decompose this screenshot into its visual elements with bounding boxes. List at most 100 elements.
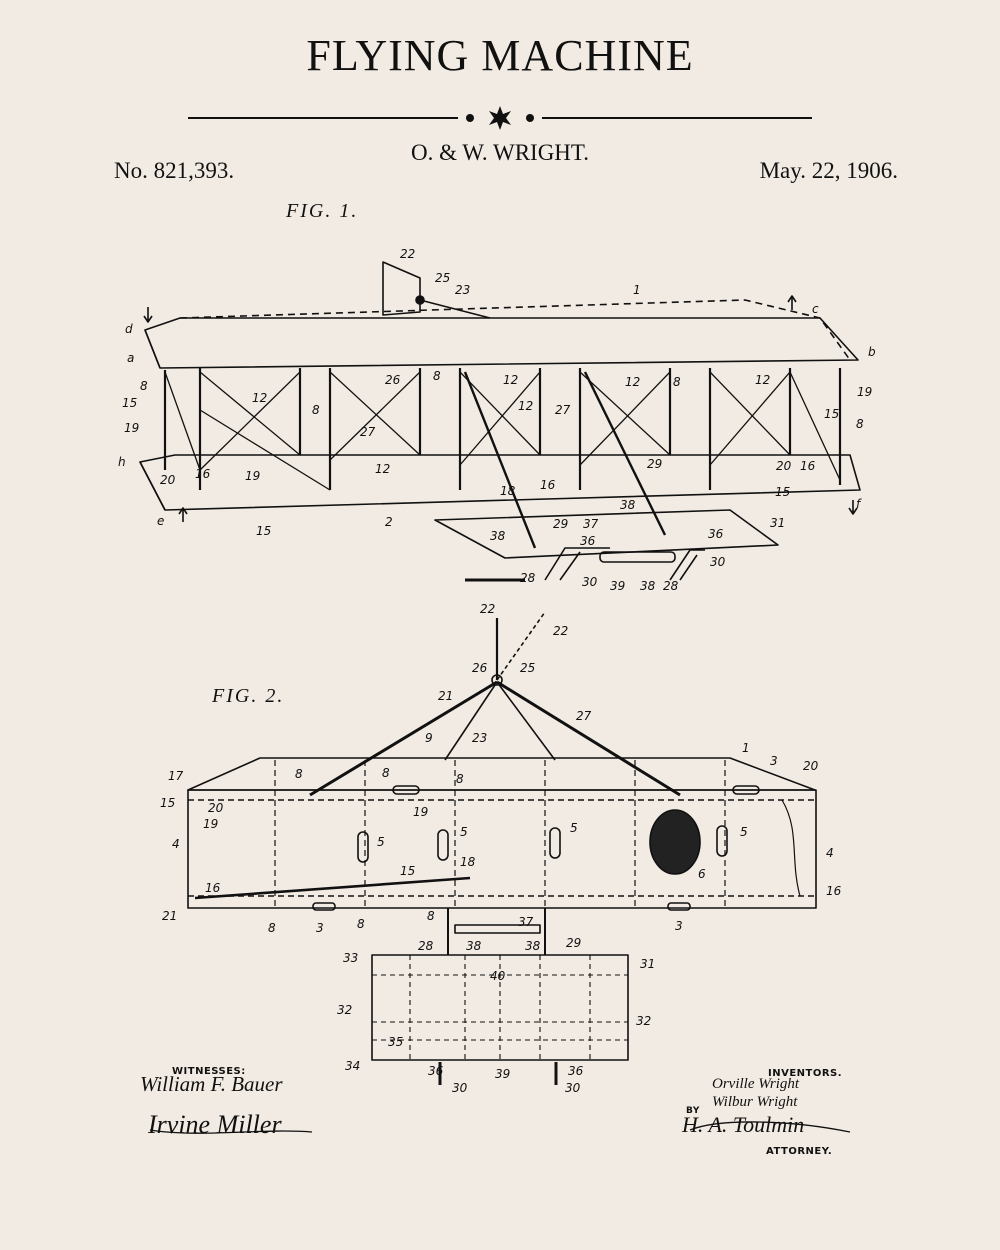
svg-text:21: 21 [438,689,453,703]
figure-1-label: FIG. 1. [286,200,359,222]
svg-text:30: 30 [582,575,598,589]
svg-text:16: 16 [205,881,221,895]
svg-text:3: 3 [770,754,778,768]
svg-text:15: 15 [824,407,839,421]
svg-text:35: 35 [388,1035,403,1049]
svg-text:8: 8 [268,921,276,935]
patent-title: FLYING MACHINE [306,31,694,80]
svg-text:12: 12 [625,375,640,389]
svg-text:38: 38 [640,579,656,593]
svg-text:30: 30 [710,555,726,569]
svg-text:39: 39 [610,579,625,593]
svg-text:15: 15 [256,524,271,538]
svg-text:36: 36 [580,534,596,548]
svg-text:19: 19 [413,805,428,819]
svg-text:38: 38 [525,939,541,953]
fig1-glider-perspective [139,261,861,582]
svg-text:30: 30 [452,1081,468,1095]
svg-text:26: 26 [385,373,401,387]
svg-text:8: 8 [433,369,441,383]
svg-text:22: 22 [553,624,568,638]
svg-text:8: 8 [357,917,365,931]
svg-text:36: 36 [428,1064,444,1078]
inventors-label: INVENTORS. [768,1068,843,1079]
svg-text:b: b [868,345,876,359]
svg-text:20: 20 [776,459,792,473]
svg-text:a: a [127,351,134,365]
svg-text:40: 40 [490,969,506,983]
svg-text:28: 28 [520,571,536,585]
witness-signature-2: Irvine Miller [148,1110,282,1139]
svg-text:32: 32 [636,1014,651,1028]
inventor-names: O. & W. WRIGHT. [410,140,590,165]
svg-text:12: 12 [755,373,770,387]
svg-text:21: 21 [162,909,177,923]
svg-text:12: 12 [518,399,533,413]
svg-text:8: 8 [673,375,681,389]
svg-text:30: 30 [565,1081,581,1095]
svg-text:1: 1 [633,283,641,297]
svg-text:37: 37 [518,915,534,929]
inventor-signature-2: Wilbur Wright [712,1094,798,1110]
svg-text:18: 18 [460,855,476,869]
signature-flourishes [149,1121,851,1134]
svg-text:5: 5 [740,825,748,839]
patent-date: May. 22, 1906. [759,158,898,183]
svg-text:15: 15 [122,396,137,410]
svg-text:3: 3 [316,921,324,935]
svg-text:19: 19 [245,469,260,483]
svg-text:12: 12 [375,462,390,476]
svg-text:19: 19 [203,817,218,831]
svg-text:6: 6 [698,867,706,881]
svg-text:e: e [157,514,164,528]
svg-text:22: 22 [400,247,415,261]
fig2-glider-front [187,611,817,1085]
svg-text:16: 16 [540,478,556,492]
svg-text:c: c [812,302,819,316]
inventor-signature-1: Orville Wright [712,1076,800,1092]
svg-text:27: 27 [555,403,571,417]
svg-text:4: 4 [172,837,180,851]
svg-text:15: 15 [775,485,790,499]
svg-text:15: 15 [160,796,175,810]
svg-text:8: 8 [456,772,464,786]
svg-text:16: 16 [195,467,211,481]
patent-number: No. 821,393. [114,158,235,183]
svg-text:18: 18 [500,484,516,498]
svg-text:8: 8 [140,379,148,393]
figure-2-label: FIG. 2. [212,685,285,707]
svg-text:19: 19 [124,421,139,435]
svg-text:9: 9 [425,731,433,745]
svg-text:19: 19 [857,385,872,399]
by-label: BY [686,1106,700,1116]
svg-text:5: 5 [460,825,468,839]
svg-text:27: 27 [576,709,592,723]
svg-text:22: 22 [480,602,495,616]
svg-text:39: 39 [495,1067,510,1081]
svg-text:29: 29 [566,936,581,950]
svg-text:d: d [125,322,133,336]
svg-text:29: 29 [647,457,662,471]
svg-text:20: 20 [803,759,819,773]
svg-text:36: 36 [708,527,724,541]
svg-text:29: 29 [553,517,568,531]
witness-signature-1: William F. Bauer [140,1072,283,1096]
svg-text:20: 20 [208,801,224,815]
svg-text:31: 31 [770,516,785,530]
svg-text:28: 28 [663,579,679,593]
svg-text:2: 2 [385,515,393,529]
svg-text:26: 26 [472,661,488,675]
svg-text:16: 16 [826,884,842,898]
svg-text:h: h [118,455,126,469]
attorney-signature: H. A. Toulmin [682,1112,805,1137]
svg-text:23: 23 [455,283,470,297]
svg-text:36: 36 [568,1064,584,1078]
svg-text:15: 15 [400,864,415,878]
svg-text:8: 8 [382,766,390,780]
svg-text:20: 20 [160,473,176,487]
svg-text:38: 38 [466,939,482,953]
svg-text:12: 12 [252,391,267,405]
svg-text:28: 28 [418,939,434,953]
svg-text:f: f [856,497,862,511]
